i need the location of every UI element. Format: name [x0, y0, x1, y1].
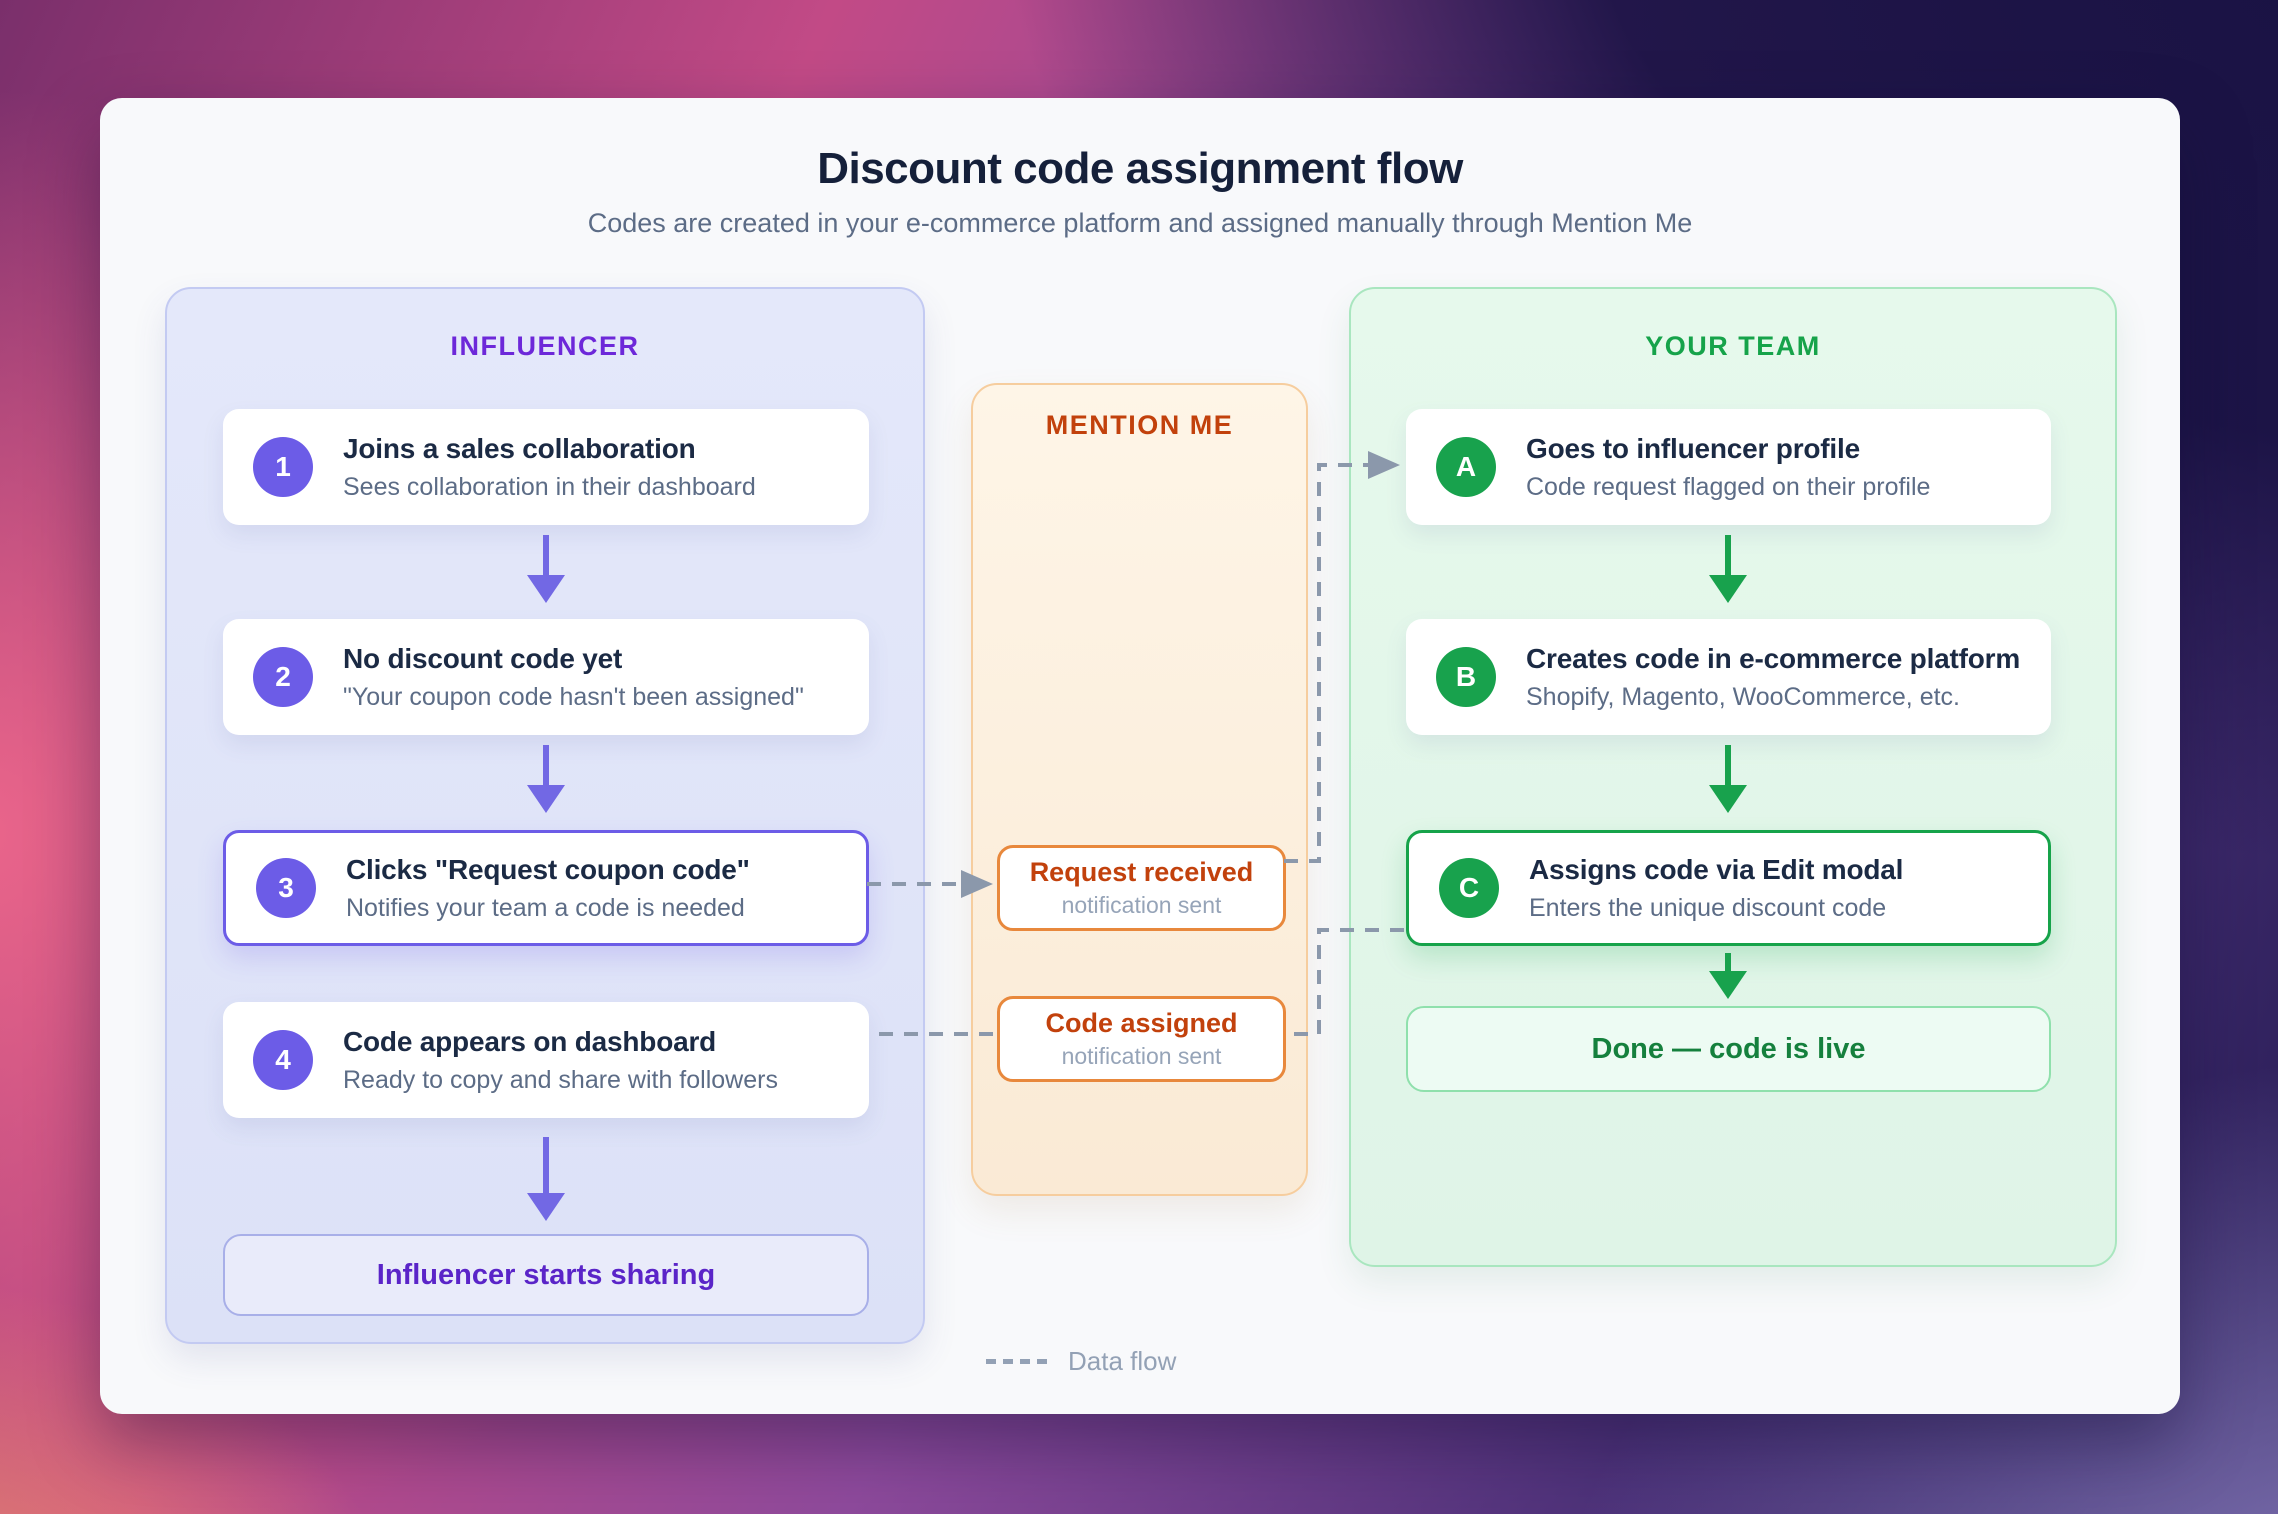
legend: Data flow — [986, 1346, 1176, 1376]
arrow-down-icon — [527, 1137, 565, 1221]
step-a-subtitle: Code request flagged on their profile — [1526, 472, 1931, 501]
team-step-b: B Creates code in e-commerce platform Sh… — [1406, 619, 2051, 735]
step-4-title: Code appears on dashboard — [343, 1025, 717, 1057]
step-b-subtitle: Shopify, Magento, WooCommerce, etc. — [1526, 682, 1960, 711]
influencer-step-4: 4 Code appears on dashboard Ready to cop… — [223, 1002, 869, 1118]
influencer-outcome: Influencer starts sharing — [223, 1234, 869, 1316]
dashed-line-icon — [986, 1358, 1048, 1364]
your-team-heading: YOUR TEAM — [1645, 331, 1821, 361]
event-request-received: Request received notification sent — [997, 845, 1286, 931]
step-3-subtitle: Notifies your team a code is needed — [346, 893, 745, 922]
event-subtitle: notification sent — [1061, 892, 1222, 918]
step-c-badge: C — [1439, 858, 1499, 918]
step-c-title: Assigns code via Edit modal — [1529, 853, 1904, 885]
arrow-down-icon — [527, 745, 565, 813]
step-2-subtitle: "Your coupon code hasn't been assigned" — [343, 682, 804, 711]
mention-me-panel: MENTION ME Request received notification… — [971, 383, 1308, 1196]
event-title: Request received — [1029, 857, 1254, 887]
event-title: Code assigned — [1045, 1008, 1238, 1038]
arrow-down-icon — [527, 535, 565, 603]
arrow-down-icon — [1709, 745, 1747, 813]
step-2-badge: 2 — [253, 647, 313, 707]
legend-label: Data flow — [1068, 1345, 1177, 1376]
page-title: Discount code assignment flow — [817, 144, 1463, 193]
step-b-badge: B — [1436, 647, 1496, 707]
arrow-down-icon — [1709, 953, 1747, 999]
step-1-badge: 1 — [253, 437, 313, 497]
step-1-subtitle: Sees collaboration in their dashboard — [343, 472, 756, 501]
event-subtitle: notification sent — [1061, 1043, 1222, 1069]
diagram-card: Discount code assignment flow Codes are … — [100, 98, 2180, 1414]
team-step-a: A Goes to influencer profile Code reques… — [1406, 409, 2051, 525]
step-c-subtitle: Enters the unique discount code — [1529, 893, 1887, 922]
step-b-title: Creates code in e-commerce platform — [1526, 642, 2021, 674]
mention-me-heading: MENTION ME — [1045, 410, 1234, 440]
step-4-subtitle: Ready to copy and share with followers — [343, 1065, 778, 1094]
step-a-title: Goes to influencer profile — [1526, 432, 1860, 464]
step-a-badge: A — [1436, 437, 1496, 497]
arrow-down-icon — [1709, 535, 1747, 603]
event-code-assigned: Code assigned notification sent — [997, 996, 1286, 1082]
your-team-panel: YOUR TEAM A Goes to influencer profile C… — [1349, 287, 2117, 1267]
team-step-c: C Assigns code via Edit modal Enters the… — [1406, 830, 2051, 946]
step-3-badge: 3 — [256, 858, 316, 918]
step-2-title: No discount code yet — [343, 642, 623, 674]
influencer-panel: INFLUENCER 1 Joins a sales collaboration… — [165, 287, 925, 1344]
page-subtitle: Codes are created in your e-commerce pla… — [587, 208, 1693, 238]
step-3-title: Clicks "Request coupon code" — [346, 853, 750, 885]
influencer-step-2: 2 No discount code yet "Your coupon code… — [223, 619, 869, 735]
influencer-step-1: 1 Joins a sales collaboration Sees colla… — [223, 409, 869, 525]
influencer-heading: INFLUENCER — [450, 331, 640, 361]
step-1-title: Joins a sales collaboration — [343, 432, 696, 464]
influencer-step-3: 3 Clicks "Request coupon code" Notifies … — [223, 830, 869, 946]
your-team-outcome: Done — code is live — [1406, 1006, 2051, 1092]
step-4-badge: 4 — [253, 1030, 313, 1090]
